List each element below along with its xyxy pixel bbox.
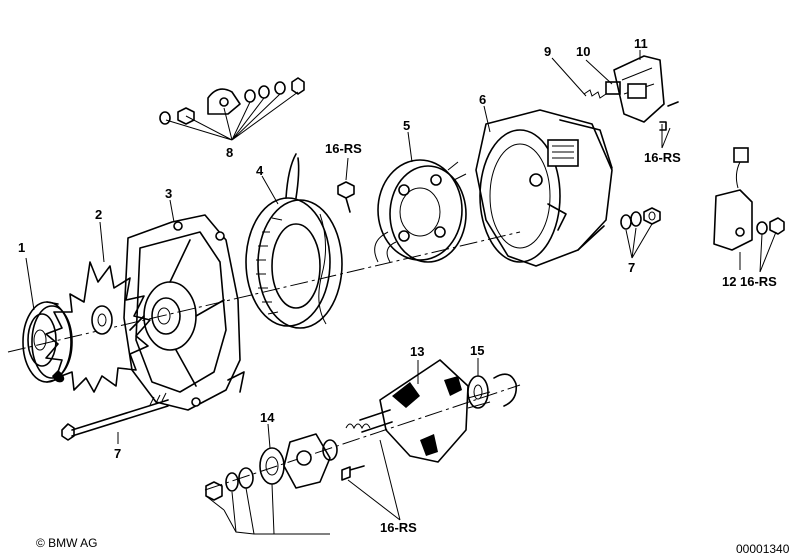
callout-4: 4 <box>256 163 264 178</box>
part-13-rotor[interactable] <box>345 359 491 463</box>
part-9-spring[interactable] <box>583 89 607 99</box>
callout-10: 10 <box>576 44 590 59</box>
callout-16-rs-regulator: 16-RS <box>644 150 681 165</box>
leader-lines <box>25 50 777 535</box>
part-16-screw-stator[interactable] <box>337 181 355 213</box>
part-4-stator[interactable] <box>245 153 343 329</box>
callout-15: 15 <box>470 343 484 358</box>
part-1-pulley[interactable] <box>22 301 73 383</box>
callout-5: 5 <box>403 118 410 133</box>
part-7-washers-nut[interactable] <box>620 207 661 230</box>
part-10-brush[interactable] <box>605 81 621 95</box>
callout-16-rs-rotor: 16-RS <box>380 520 417 535</box>
callout-11: 11 <box>634 36 648 51</box>
part-8-terminal-hardware[interactable] <box>159 77 305 125</box>
callout-7-right: 7 <box>628 260 635 275</box>
callout-16-rs-stator: 16-RS <box>325 141 362 156</box>
callout-3: 3 <box>165 186 172 201</box>
callout-6: 6 <box>479 92 486 107</box>
part-15-rear-bearing[interactable] <box>467 373 518 409</box>
callout-1: 1 <box>18 240 25 255</box>
callout-16-rs-suppressor: 16-RS <box>740 274 777 289</box>
part-6-rear-housing[interactable] <box>475 109 613 267</box>
part-2-fan[interactable] <box>45 261 151 393</box>
callout-8: 8 <box>226 145 233 160</box>
callout-9: 9 <box>544 44 551 59</box>
part-11-regulator[interactable] <box>613 55 679 131</box>
callout-7-bolt: 7 <box>114 446 121 461</box>
drawing-number: 00001340 <box>736 542 790 556</box>
part-14-bearing[interactable] <box>205 433 365 501</box>
callout-12: 12 <box>722 274 736 289</box>
part-12-suppressor[interactable] <box>713 147 785 251</box>
assembly-axis <box>7 231 521 353</box>
copyright-text: © BMW AG <box>36 536 98 550</box>
part-7-through-bolt[interactable] <box>61 392 169 441</box>
callout-14: 14 <box>260 410 275 425</box>
callout-13: 13 <box>410 344 424 359</box>
callout-2: 2 <box>95 207 102 222</box>
part-3-front-housing[interactable] <box>123 214 245 411</box>
part-5-diode-carrier[interactable] <box>374 159 467 263</box>
